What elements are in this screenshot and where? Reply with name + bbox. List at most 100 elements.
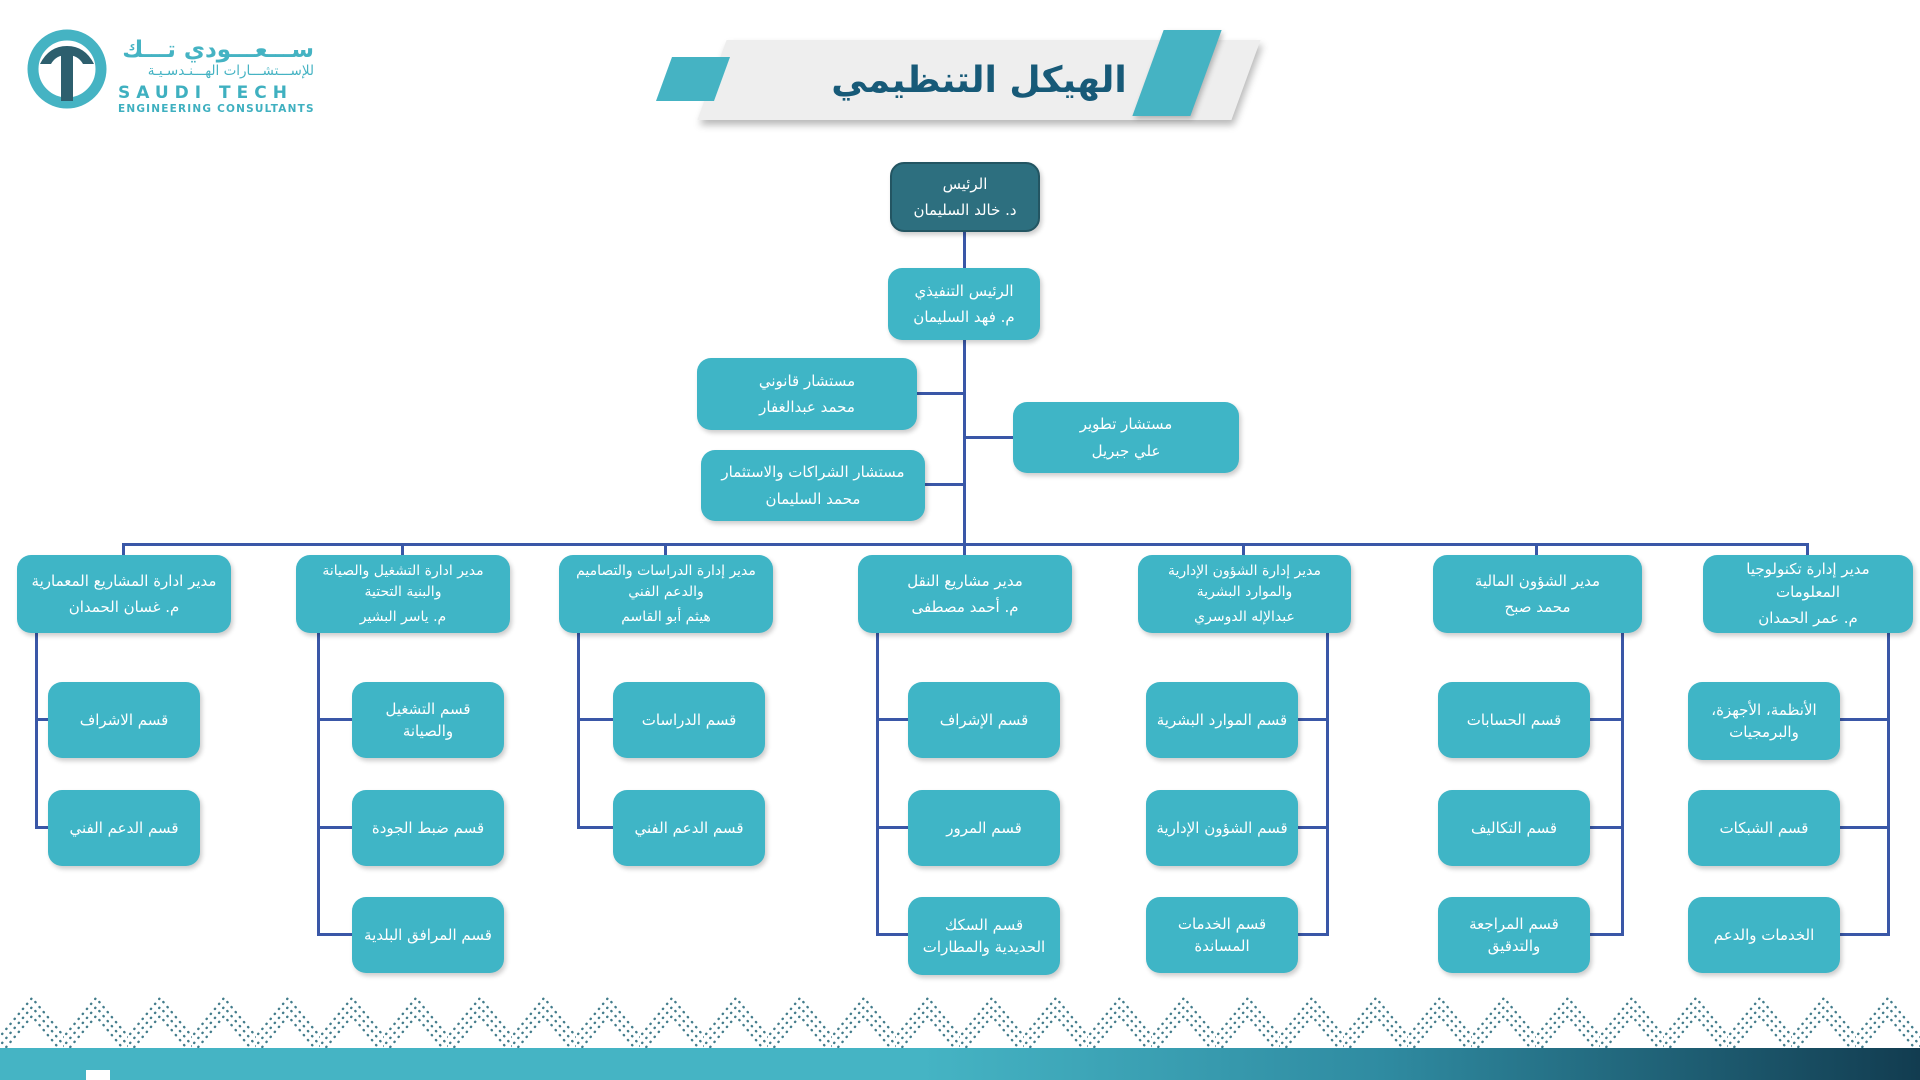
connector-col3-vertical: [577, 633, 580, 829]
node-president: الرئيس د. خالد السليمان: [890, 162, 1040, 232]
footer-gradient-bar: [0, 1048, 1920, 1080]
connector-col7-vertical: [1887, 633, 1890, 936]
node-title: مدير ادارة التشغيل والصيانة والبنية التح…: [322, 562, 484, 600]
node-title: الرئيس التنفيذي: [914, 281, 1014, 300]
logo-english-name: SAUDI TECH: [118, 83, 293, 104]
node-person: م. فهد السليمان: [913, 308, 1015, 326]
footer-page-tab: [86, 1070, 110, 1080]
connector-drop-7: [1806, 543, 1809, 558]
connector-president-ceo: [963, 232, 966, 268]
connector-drop-5: [1242, 543, 1245, 558]
node-dept-operations-maintenance: مدير ادارة التشغيل والصيانة والبنية التح…: [296, 555, 510, 633]
connector-drop-1: [122, 543, 125, 558]
node-section: قسم الحسابات: [1438, 682, 1590, 758]
connector-advisor-development: [966, 436, 1014, 439]
node-advisor-legal: مستشار قانوني محمد عبدالغفار: [697, 358, 917, 430]
chevron-pattern: [0, 993, 1920, 1048]
connector-advisor-partnerships: [924, 483, 965, 486]
node-dept-transport-projects: مدير مشاريع النقل م. أحمد مصطفى: [858, 555, 1072, 633]
node-title: مدير إدارة تكنولوجيا المعلومات: [1746, 560, 1870, 601]
node-section: قسم المرور: [908, 790, 1060, 866]
connector-stub: [1840, 718, 1890, 721]
node-person: م. ياسر البشير: [359, 608, 447, 625]
connector-stub: [1298, 826, 1329, 829]
connector-stub: [1298, 933, 1329, 936]
connector-stub: [317, 718, 352, 721]
node-dept-studies-designs: مدير إدارة الدراسات والتصاميم والدعم الف…: [559, 555, 773, 633]
node-title: مدير إدارة الدراسات والتصاميم والدعم الف…: [576, 562, 756, 600]
connector-stub: [876, 933, 908, 936]
node-title: مدير ادارة المشاريع المعمارية: [31, 571, 217, 590]
node-title: مستشار قانوني: [758, 371, 856, 390]
node-section: قسم المراجعة والتدقيق: [1438, 897, 1590, 973]
node-section: قسم الإشراف: [908, 682, 1060, 758]
connector-stub: [317, 826, 352, 829]
connector-stub: [577, 718, 613, 721]
node-person: م. غسان الحمدان: [68, 598, 180, 616]
connector-stub: [876, 718, 908, 721]
node-person: علي جبريل: [1091, 441, 1161, 460]
connector-stub: [1298, 718, 1329, 721]
node-dept-financial-affairs: مدير الشؤون المالية محمد صبح: [1433, 555, 1642, 633]
node-title: مدير إدارة الشؤون الإدارية والموارد البش…: [1167, 562, 1321, 600]
page-title: الهيكل التنظيمي: [831, 59, 1127, 101]
connector-distribution: [123, 543, 1809, 546]
node-person: محمد عبدالغفار: [759, 398, 855, 416]
logo-arabic-name: ســـعـــودي تـــك: [122, 36, 314, 63]
node-person: هيثم أبو القاسم: [621, 608, 711, 625]
node-title: مستشار الشراكات والاستثمار: [721, 463, 905, 481]
node-title: مدير مشاريع النقل: [907, 571, 1023, 590]
connector-stub: [1590, 718, 1624, 721]
node-advisor-partnerships: مستشار الشراكات والاستثمار محمد السليمان: [701, 450, 925, 521]
connector-stub: [1840, 826, 1890, 829]
node-section: قسم الدعم الفني: [613, 790, 765, 866]
node-person: م. أحمد مصطفى: [911, 598, 1019, 616]
logo-english-tagline: ENGINEERING CONSULTANTS: [118, 103, 315, 116]
connector-advisor-legal: [916, 392, 964, 395]
node-person: م. عمر الحمدان: [1758, 609, 1858, 628]
node-section: الخدمات والدعم: [1688, 897, 1840, 973]
connector-trunk: [963, 340, 966, 545]
connector-col5-vertical: [1326, 633, 1329, 936]
node-title: الرئيس: [942, 174, 988, 193]
connector-stub: [577, 826, 613, 829]
node-title: مستشار تطوير: [1079, 415, 1173, 433]
connector-col2-vertical: [317, 633, 320, 936]
connector-drop-4: [963, 543, 966, 558]
node-ceo: الرئيس التنفيذي م. فهد السليمان: [888, 268, 1040, 340]
node-section: قسم ضبط الجودة: [352, 790, 504, 866]
node-section: قسم التكاليف: [1438, 790, 1590, 866]
node-dept-architectural-projects: مدير ادارة المشاريع المعمارية م. غسان ال…: [17, 555, 231, 633]
connector-stub: [1590, 933, 1624, 936]
node-dept-admin-hr: مدير إدارة الشؤون الإدارية والموارد البش…: [1138, 555, 1351, 633]
node-section: قسم الموارد البشرية: [1146, 682, 1298, 758]
node-advisor-development: مستشار تطوير علي جبريل: [1013, 402, 1239, 473]
node-section: قسم الخدمات المساندة: [1146, 897, 1298, 973]
node-section: قسم الدعم الفني: [48, 790, 200, 866]
connector-stub: [35, 718, 48, 721]
connector-drop-6: [1535, 543, 1538, 558]
node-person: عبدالإله الدوسري: [1194, 608, 1295, 625]
node-title: مدير الشؤون المالية: [1474, 571, 1601, 590]
connector-stub: [317, 933, 352, 936]
connector-stub: [35, 826, 48, 829]
company-logo: ســـعـــودي تـــك للإســـتشـــارات الهــ…: [26, 28, 326, 124]
node-section: قسم الدراسات: [613, 682, 765, 758]
logo-arabic-tagline: للإســـتشـــارات الهـــنـدسـيـة: [147, 62, 314, 79]
node-section: الأنظمة، الأجهزة، والبرمجيات: [1688, 682, 1840, 760]
connector-col4-vertical: [876, 633, 879, 936]
node-dept-information-technology: مدير إدارة تكنولوجيا المعلومات م. عمر ال…: [1703, 555, 1913, 633]
node-person: محمد صبح: [1504, 598, 1571, 616]
node-section: قسم التشغيل والصيانة: [352, 682, 504, 758]
node-section: قسم الاشراف: [48, 682, 200, 758]
connector-drop-2: [401, 543, 404, 558]
connector-stub: [876, 826, 908, 829]
node-section: قسم الشؤون الإدارية: [1146, 790, 1298, 866]
connector-stub: [1590, 826, 1624, 829]
node-section: قسم الشبكات: [1688, 790, 1840, 866]
connector-col6-vertical: [1621, 633, 1624, 936]
connector-col1-vertical: [35, 633, 38, 829]
node-section: قسم السكك الحديدية والمطارات: [908, 897, 1060, 975]
connector-drop-3: [664, 543, 667, 558]
node-person: محمد السليمان: [765, 489, 861, 508]
